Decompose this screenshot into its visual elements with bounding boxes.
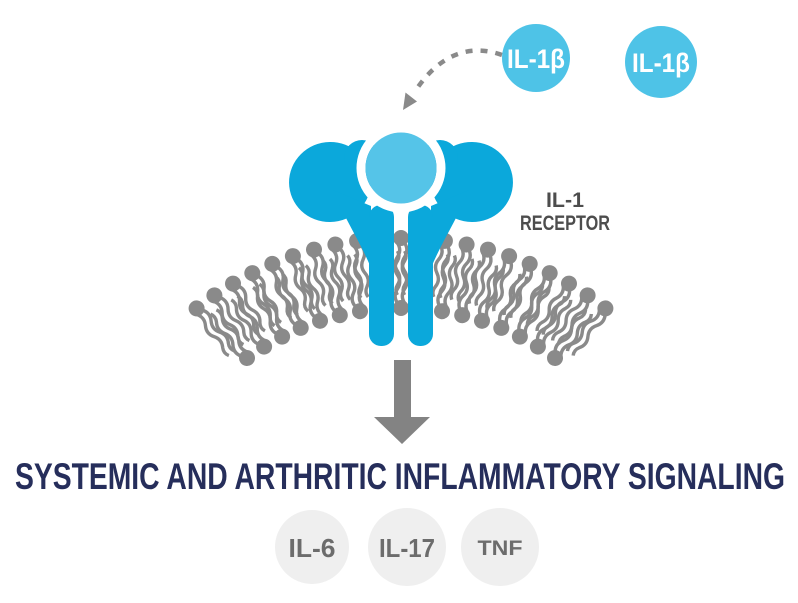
receptor-left-stem	[369, 205, 394, 346]
cytokine-circle	[275, 510, 349, 584]
cytokine-il17: IL-17	[368, 508, 446, 586]
cell-membrane	[184, 228, 618, 371]
il1b-molecule-1: IL-1β	[502, 24, 570, 92]
receptor-label-line1: IL-1	[546, 189, 584, 212]
signaling-down-arrow-icon	[374, 360, 430, 444]
receptor-label: IL-1 RECEPTOR	[520, 189, 610, 235]
receptor-label-line2: RECEPTOR	[520, 212, 610, 235]
headline-text: SYSTEMIC AND ARTHRITIC INFLAMMATORY SIGN…	[15, 456, 785, 497]
receptor-right-stem	[408, 205, 433, 346]
receptor-left-funnel	[333, 190, 371, 268]
cytokine-circle	[461, 508, 539, 586]
bound-ligand-ball	[365, 132, 437, 204]
il1b-label: IL-1β	[507, 44, 565, 74]
receptor-right-funnel	[431, 190, 469, 268]
il1b-circle	[625, 26, 697, 98]
cytokine-il6: IL-6	[275, 510, 349, 584]
binding-path-arrow	[403, 48, 503, 110]
cytokine-label: TNF	[478, 537, 523, 560]
il1b-molecule-2: IL-1β	[625, 26, 697, 98]
cytokine-circle	[368, 508, 446, 586]
lipid-molecule	[391, 249, 411, 318]
receptor-binding-ring	[356, 123, 446, 213]
binding-arrowhead-icon	[403, 92, 417, 110]
cytokine-label: IL-17	[379, 533, 435, 563]
cytokine-tnf: TNF	[461, 508, 539, 586]
binding-path-curve	[412, 48, 503, 95]
cytokine-label: IL-6	[289, 533, 336, 563]
il1b-label: IL-1β	[632, 48, 690, 78]
il1b-circle	[502, 24, 570, 92]
